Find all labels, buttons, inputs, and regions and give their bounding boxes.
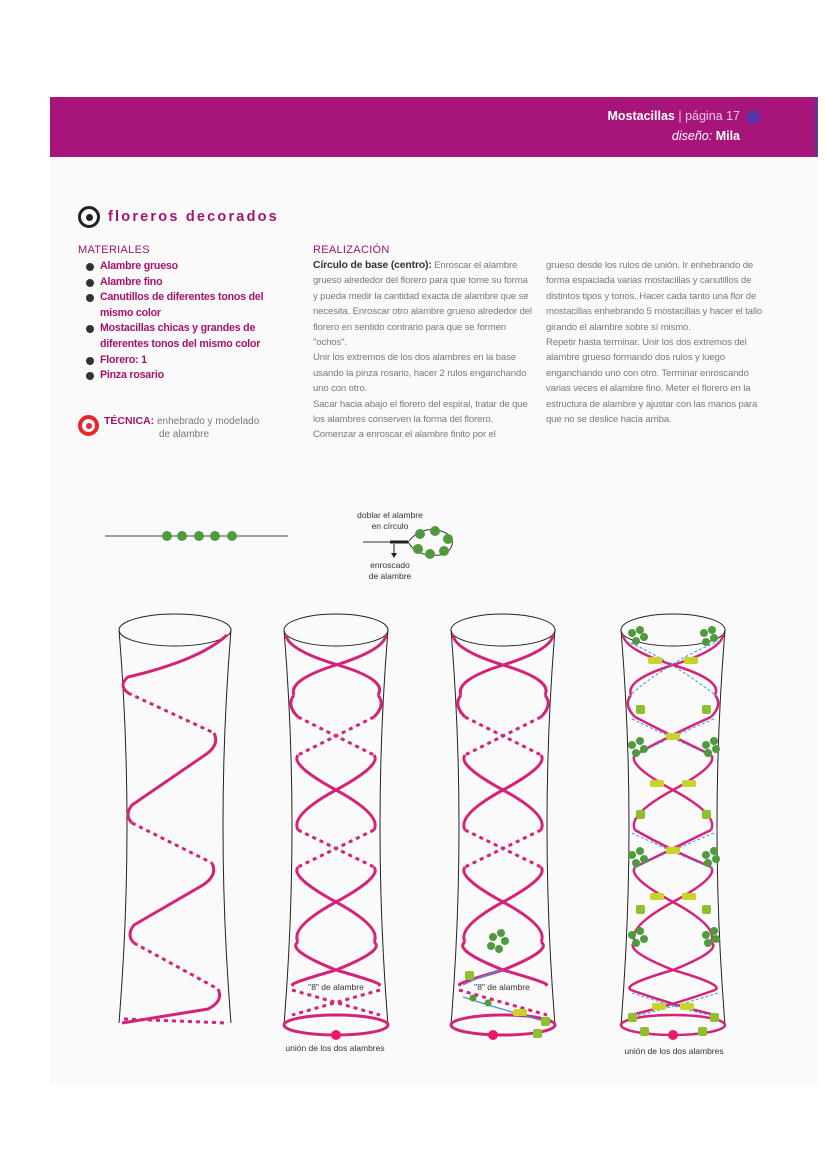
technique-block: TÉCNICA: enhebrado y modelado de alambre	[78, 415, 274, 441]
bend-label-1: doblar el alambre	[357, 510, 423, 520]
technique-label: TÉCNICA:	[104, 415, 155, 427]
vase-diagram-2	[282, 613, 390, 1040]
bullseye-icon	[78, 415, 99, 436]
realization-lead: Círculo de base (centro):	[313, 260, 432, 271]
bend-label: doblar el alambre en círculo	[340, 510, 440, 532]
purple-dot-icon	[746, 110, 760, 124]
designer-name: Mila	[715, 129, 740, 143]
header-designer: diseño: Mila	[672, 129, 740, 143]
bead-wire-diagram	[105, 531, 288, 541]
material-item: Alambre grueso	[86, 259, 296, 275]
page-header: Mostacillas | página 17 diseño: Mila	[50, 97, 818, 157]
technique-line2: de alambre	[159, 429, 210, 440]
vase-diagram-3	[449, 613, 557, 1040]
material-item: Canutillos de diferentes tonos del mismo…	[86, 290, 290, 321]
header-edge	[815, 97, 818, 157]
page-title: floreros decorados	[108, 209, 279, 225]
section-name: Mostacillas	[607, 109, 675, 123]
material-item: Mostacillas chicas y grandes de diferent…	[86, 321, 285, 352]
realization-column-1: Círculo de base (centro): Enroscar el al…	[313, 258, 533, 443]
design-label: diseño:	[671, 129, 713, 143]
realization-p5: grueso desde los rulos de unión. Ir enhe…	[546, 260, 763, 333]
material-item: Florero: 1	[86, 353, 296, 369]
join-label-4: unión de los dos alambres	[624, 1046, 724, 1056]
realization-p4: Comenzar a enroscar el alambre finito po…	[313, 429, 496, 441]
flower-loop-diagram	[363, 526, 453, 559]
vase-diagram-4	[619, 613, 727, 1040]
materials-heading: MATERIALES	[78, 244, 150, 256]
separator: |	[674, 109, 686, 123]
material-item: Pinza rosario	[86, 368, 296, 384]
technique-text: TÉCNICA: enhebrado y modelado de alambre	[104, 415, 274, 441]
vase-diagram-1	[118, 613, 232, 1025]
magazine-page	[50, 97, 818, 1085]
header-section-page: Mostacillas | página 17	[607, 109, 760, 123]
realization-p1: Enroscar el alambre grueso alrededor del…	[313, 260, 532, 349]
target-icon	[78, 206, 100, 228]
twist-label-2: de alambre	[368, 571, 412, 581]
eight-label-3: "8" de alambre	[474, 982, 530, 992]
eight-label-2: "8" de alambre	[308, 982, 364, 992]
materials-list: Alambre grueso Alambre fino Canutillos d…	[86, 259, 296, 384]
technique-line1: enhebrado y modelado	[156, 416, 260, 427]
page-number: página 17	[685, 109, 740, 123]
twist-label-1: enroscado	[370, 560, 410, 570]
title-row: floreros decorados	[78, 206, 279, 228]
realization-p3: Sacar hacia abajo el florero del espiral…	[313, 398, 528, 426]
realization-p6: Repetir hasta terminar. Unir los dos ext…	[546, 337, 758, 426]
twist-label: enroscado de alambre	[350, 560, 430, 582]
realization-p2: Unir los extremos de los dos alambres en…	[313, 352, 527, 395]
join-label-2: unión de los dos alambres	[285, 1043, 385, 1053]
realization-column-2: grueso desde los rulos de unión. Ir enhe…	[546, 258, 768, 427]
material-item: Alambre fino	[86, 275, 296, 291]
bend-label-2: en círculo	[371, 521, 409, 531]
realization-heading: REALIZACIÓN	[313, 244, 390, 256]
